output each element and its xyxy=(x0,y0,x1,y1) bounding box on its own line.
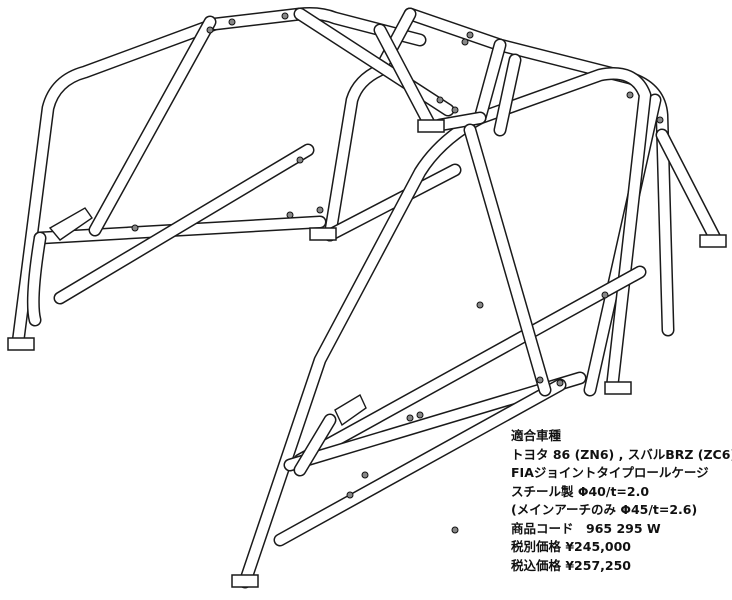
joint-bolt xyxy=(451,106,459,114)
joint-bolt xyxy=(601,291,609,299)
cage-tube xyxy=(285,373,585,470)
gusset xyxy=(334,393,367,427)
cage-tube xyxy=(55,145,313,303)
cage-tube xyxy=(657,130,720,243)
joint-bolt xyxy=(451,526,459,534)
joint-bolt xyxy=(466,31,474,39)
joint-bolt xyxy=(286,211,294,219)
spec-heading: 適合車種 xyxy=(511,428,562,443)
joint-bolt xyxy=(536,376,544,384)
joint-bolt xyxy=(296,156,304,164)
joint-bolt xyxy=(206,26,214,34)
spec-type: FIAジョイントタイプロールケージ xyxy=(511,465,709,480)
joint-bolt xyxy=(316,206,324,214)
mounting-plate xyxy=(309,227,337,241)
joint-bolt xyxy=(436,96,444,104)
spec-box: 適合車種 トヨタ 86 (ZN6) , スバルBRZ (ZC6) FIAジョイン… xyxy=(505,423,732,581)
cage-tube xyxy=(295,9,453,115)
joint-bolt xyxy=(361,471,369,479)
mounting-plate xyxy=(231,574,259,588)
spec-price-excl: 税別価格 ¥245,000 xyxy=(511,539,631,554)
cage-tube xyxy=(295,267,645,465)
joint-bolt xyxy=(656,116,664,124)
mounting-plate xyxy=(417,119,445,133)
joint-bolt xyxy=(556,379,564,387)
joint-bolt xyxy=(281,12,289,20)
mounting-plate xyxy=(699,234,727,248)
spec-main-arch: (メインアーチのみ Φ45/t=2.6) xyxy=(511,502,698,517)
mounting-plate xyxy=(7,337,35,351)
cage-tube xyxy=(375,25,435,130)
cage-tube xyxy=(495,55,520,135)
spec-vehicles: トヨタ 86 (ZN6) , スバルBRZ (ZC6) xyxy=(511,446,732,462)
joint-bolt xyxy=(461,38,469,46)
cage-tube xyxy=(475,40,505,123)
cage-tube xyxy=(435,113,485,130)
joint-bolt xyxy=(406,414,414,422)
mounting-plate xyxy=(604,381,632,395)
cage-tube xyxy=(28,233,45,325)
spec-price-incl: 税込価格 ¥257,250 xyxy=(511,557,631,573)
spec-product-code: 商品コード 965 295 W xyxy=(511,520,661,536)
joint-bolt xyxy=(416,411,424,419)
cage-tube xyxy=(465,125,550,395)
joint-bolt xyxy=(228,18,236,26)
joint-bolt xyxy=(626,91,634,99)
cage-tube xyxy=(295,415,335,475)
joint-bolt xyxy=(131,224,139,232)
cage-tube xyxy=(325,165,460,240)
gusset xyxy=(48,207,93,241)
cage-tube xyxy=(13,19,220,347)
cage-tube xyxy=(275,380,565,545)
joint-bolt xyxy=(476,301,484,309)
spec-material: スチール製 Φ40/t=2.0 xyxy=(511,483,650,499)
cage-tube xyxy=(90,17,215,235)
joint-bolt xyxy=(346,491,354,499)
